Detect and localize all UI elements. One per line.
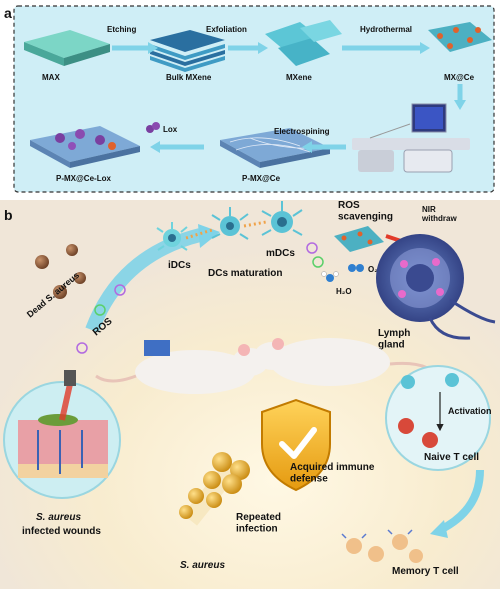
arrow-electrospinning <box>302 141 346 153</box>
label-mx-ce: MX@Ce <box>444 73 475 82</box>
label-wounds-species: S. aureus <box>36 512 81 523</box>
mdc-cells-icon <box>211 201 303 240</box>
migration-arrow <box>85 228 202 333</box>
mxene-flakes-icon <box>265 20 342 66</box>
memory-arrow-head <box>430 520 448 538</box>
lox-enzyme-icon <box>146 122 160 133</box>
arrow-label-lox: Lox <box>163 125 178 134</box>
panel-b: b Dead S. aureus ROS <box>0 200 500 589</box>
mouse-left-icon <box>95 340 268 394</box>
mx-ce-icon <box>428 22 492 52</box>
arrow-label-electrospining: Electrospining <box>274 127 330 136</box>
label-mdcs: mDCs <box>266 248 295 259</box>
label-p-mx-ce-lox: P-MX@Ce-Lox <box>56 174 111 183</box>
lymph-gland-icon <box>376 234 496 340</box>
label-idcs: iDCs <box>168 260 191 271</box>
dead-bacteria-icon <box>35 244 86 299</box>
t-cell-activation-icon <box>385 365 491 471</box>
bacteria-cluster-icon <box>179 452 250 526</box>
label-memory-t-cell: Memory T cell <box>392 566 459 577</box>
label-p-mx-ce: P-MX@Ce <box>242 174 281 183</box>
infected-skin-icon <box>3 370 121 499</box>
p-mx-ce-mat-icon <box>220 128 330 168</box>
shield-icon <box>261 398 331 492</box>
water-molecule-icon <box>321 271 339 282</box>
patch-icon <box>144 340 170 356</box>
panel-b-label: b <box>4 207 13 223</box>
migration-arrow-head <box>198 224 220 248</box>
maturation-dots-2 <box>243 220 267 228</box>
label-mxene: MXene <box>286 73 312 82</box>
panel-a-label: a <box>4 5 12 21</box>
arrow-label-hydrothermal: Hydrothermal <box>360 25 412 34</box>
idc-cell-icon <box>156 222 188 251</box>
label-infected-wounds: infected wounds <box>22 526 101 537</box>
panel-a: a <box>0 0 500 200</box>
oxygen-molecule-icon <box>348 264 364 272</box>
arrow-exfoliation <box>228 42 268 54</box>
mx-ce-flake-icon <box>334 226 384 252</box>
memory-t-cells-icon <box>341 529 423 563</box>
label-activation: Activation <box>448 406 492 416</box>
p-mx-ce-lox-mat-icon <box>30 126 140 168</box>
arrow-hydrothermal <box>342 42 430 54</box>
label-naive-t-cell: Naive T cell <box>424 452 479 463</box>
label-bulk-mxene: Bulk MXene <box>166 73 212 82</box>
arrow-etching <box>112 42 158 54</box>
label-o2: O₂ <box>368 265 378 274</box>
arrow-label-etching: Etching <box>107 25 136 34</box>
label-s-aureus: S. aureus <box>180 560 225 571</box>
electrospinning-device-icon <box>352 103 470 173</box>
label-dcs-maturation: DCs maturation <box>208 268 282 279</box>
label-h2o: H₂O <box>336 287 352 296</box>
label-max: MAX <box>42 73 60 82</box>
max-slab-icon <box>24 30 110 66</box>
arrow-lox <box>150 141 204 153</box>
memory-arrow <box>438 469 484 534</box>
arrow-label-exfoliation: Exfoliation <box>206 25 247 34</box>
arrow-down <box>454 84 466 110</box>
bulk-mxene-icon <box>150 30 225 72</box>
ros-circles-icon <box>76 242 324 354</box>
mouse-right-icon <box>254 338 442 386</box>
